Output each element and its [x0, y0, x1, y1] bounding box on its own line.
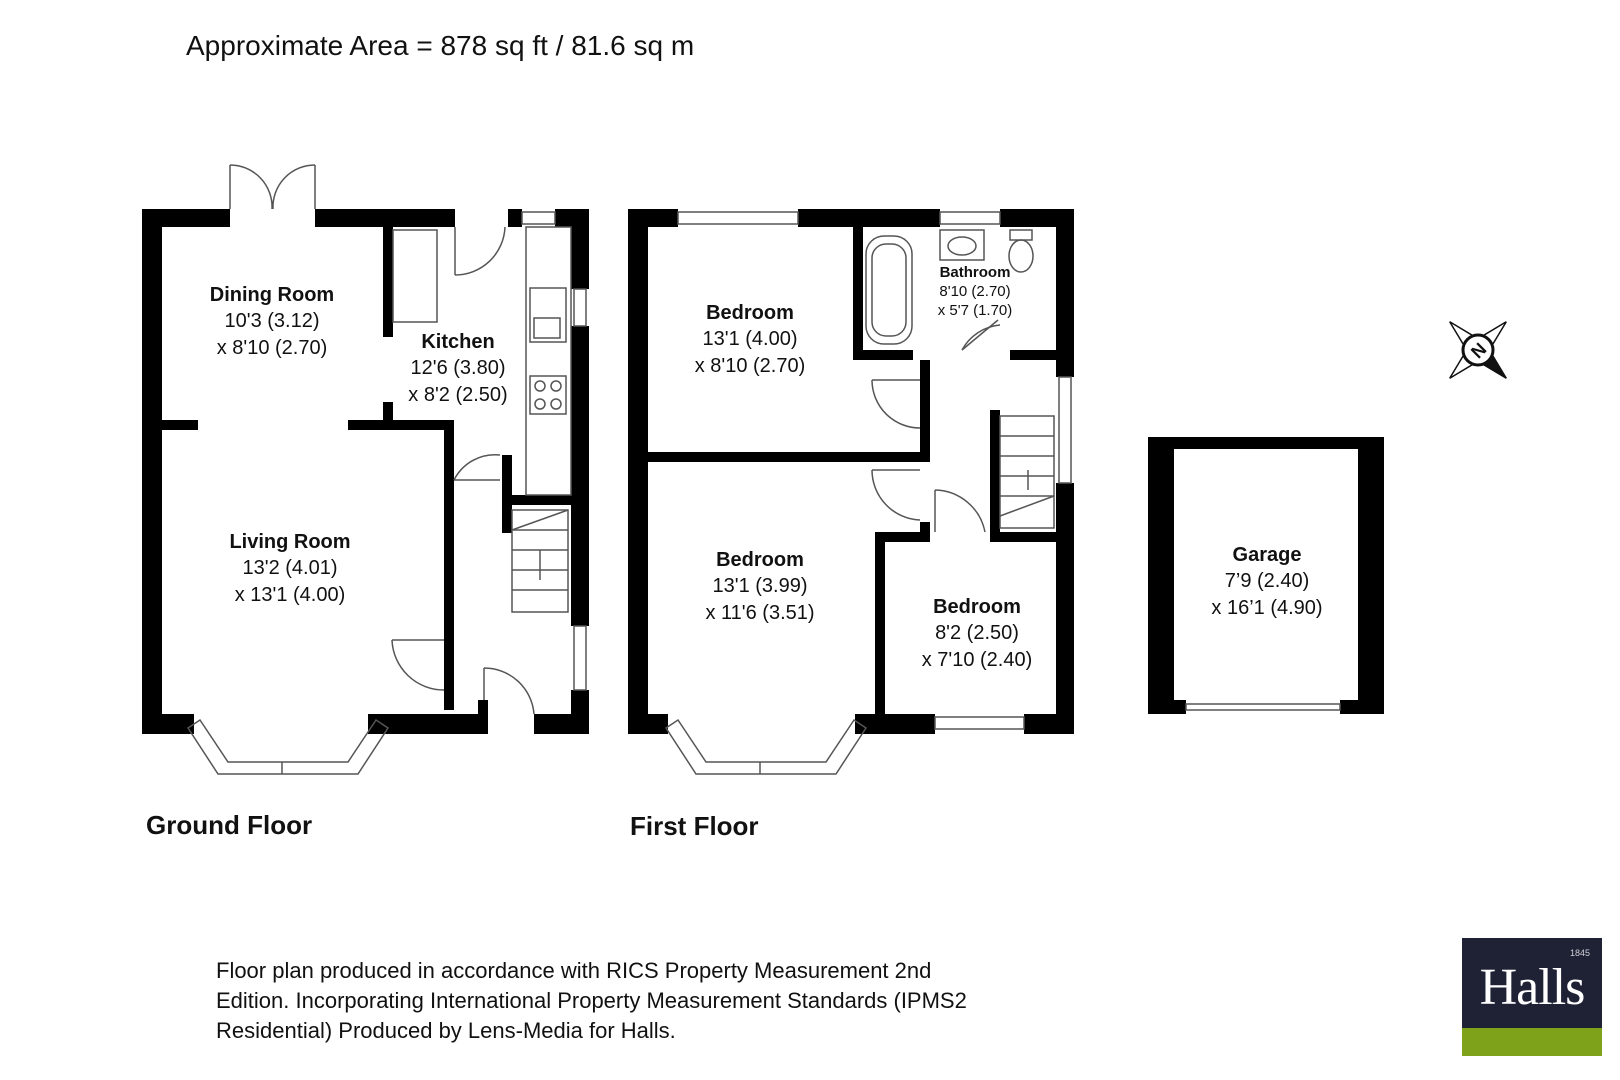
floor-label-ground: Ground Floor — [146, 810, 313, 840]
first-floor-walls — [628, 209, 1074, 734]
room-dimension: 10'3 (3.12) — [224, 310, 320, 332]
floor-label-first: First Floor — [630, 811, 759, 841]
north-compass-icon: N — [1449, 321, 1507, 379]
room-dimension: x 5'7 (1.70) — [937, 302, 1013, 319]
room-name: Bedroom — [716, 549, 804, 571]
room-label-dining: Dining Room 10'3 (3.12) x 8'10 (2.70) — [192, 283, 352, 362]
room-dimension: 7’9 (2.40) — [1224, 570, 1310, 592]
room-dimension: x 8'10 (2.70) — [694, 355, 806, 377]
room-label-bedroom-1: Bedroom 13'1 (4.00) x 8'10 (2.70) — [670, 301, 830, 380]
logo-word: Halls — [1479, 959, 1586, 1016]
footer-line: Residential) Produced by Lens-Media for … — [216, 1018, 676, 1043]
room-label-bedroom-2: Bedroom 13'1 (3.99) x 11'6 (3.51) — [680, 548, 840, 627]
room-label-living: Living Room 13'2 (4.01) x 13'1 (4.00) — [210, 530, 370, 609]
room-dimension: x 8'2 (2.50) — [408, 384, 508, 406]
room-name: Bedroom — [933, 596, 1021, 618]
room-label-garage: Garage 7’9 (2.40) x 16’1 (4.90) — [1192, 543, 1342, 622]
room-dimension: 13'1 (4.00) — [702, 328, 798, 350]
approximate-area: Approximate Area = 878 sq ft / 81.6 sq m — [186, 30, 695, 61]
room-name: Garage — [1232, 544, 1302, 566]
room-dimension: 13'2 (4.01) — [242, 557, 338, 579]
footer-line: Floor plan produced in accordance with R… — [216, 958, 932, 983]
room-dimension: 8'2 (2.50) — [935, 622, 1019, 644]
room-name: Dining Room — [209, 284, 335, 306]
room-dimension: 8'10 (2.70) — [939, 283, 1011, 300]
footer-disclaimer: Floor plan produced in accordance with R… — [216, 956, 1076, 1046]
room-name: Kitchen — [421, 331, 495, 353]
ground-floor-walls — [142, 209, 589, 734]
room-label-bedroom-3: Bedroom 8'2 (2.50) x 7'10 (2.40) — [902, 595, 1052, 674]
room-dimension: x 16’1 (4.90) — [1211, 597, 1323, 619]
room-name: Bedroom — [706, 302, 794, 324]
room-dimension: x 8'10 (2.70) — [216, 337, 328, 359]
halls-logo: 1845 Halls — [1462, 938, 1602, 1056]
room-dimension: x 11'6 (3.51) — [705, 602, 815, 624]
garage-walls — [1148, 437, 1384, 714]
room-dimension: x 13'1 (4.00) — [234, 584, 346, 606]
logo-bar — [1462, 1028, 1602, 1056]
room-dimension: 12'6 (3.80) — [410, 357, 506, 379]
logo-year: 1845 — [1569, 948, 1590, 958]
room-name: Living Room — [229, 531, 351, 553]
room-dimension: 13'1 (3.99) — [712, 575, 808, 597]
room-label-bathroom: Bathroom 8'10 (2.70) x 5'7 (1.70) — [920, 263, 1030, 320]
room-name: Bathroom — [939, 264, 1011, 281]
room-dimension: x 7'10 (2.40) — [921, 649, 1033, 671]
footer-line: Edition. Incorporating International Pro… — [216, 988, 967, 1013]
room-label-kitchen: Kitchen 12'6 (3.80) x 8'2 (2.50) — [388, 330, 528, 409]
